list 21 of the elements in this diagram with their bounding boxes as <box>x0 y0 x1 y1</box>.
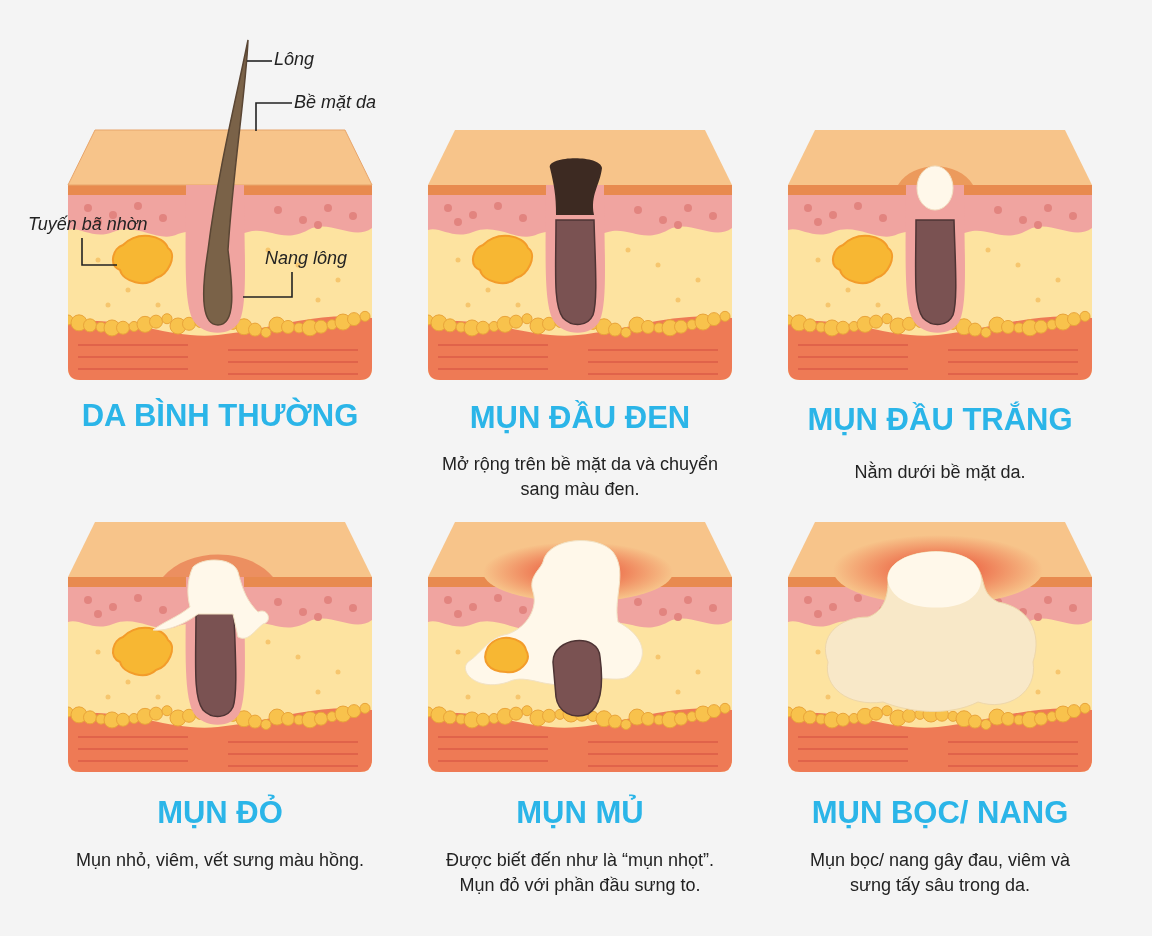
hair-drawing <box>202 39 249 326</box>
panel-title: MỤN ĐỎ <box>156 795 284 831</box>
panel-title: MỤN ĐẦU TRẮNG <box>806 402 1074 438</box>
panel-caption: Được biết đến như là “mụn nhọt”. Mụn đỏ với phần đầu sưng to. <box>445 849 715 897</box>
leader-line <box>242 271 293 298</box>
panel-caption: Nằm dưới bề mặt da. <box>853 460 1027 484</box>
panel-title: DA BÌNH THƯỜNG <box>80 398 360 434</box>
sebaceous-gland-drawing <box>112 234 174 285</box>
panel-title: MỤN MỦ <box>515 795 645 831</box>
leader-line <box>255 102 293 132</box>
panel-caption: Mở rộng trên bề mặt da và chuyển sang màu đen. <box>441 453 719 501</box>
part-label: Tuyến bã nhờn <box>28 214 148 235</box>
panel-title: MỤN ĐẦU ĐEN <box>468 400 692 436</box>
part-label: Nang lông <box>265 248 348 269</box>
part-label: Bề mặt da <box>294 92 377 113</box>
panel-title: MỤN BỌC/ NANG <box>810 795 1070 831</box>
leader-line <box>81 237 118 266</box>
panel-caption: Mụn nhỏ, viêm, vết sưng màu hồng. <box>74 849 366 872</box>
part-label: Lông <box>274 49 315 70</box>
leader-line <box>246 60 273 62</box>
panel-caption: Mụn bọc/ nang gây đau, viêm và sưng tấy sâu trong da. <box>808 849 1072 897</box>
